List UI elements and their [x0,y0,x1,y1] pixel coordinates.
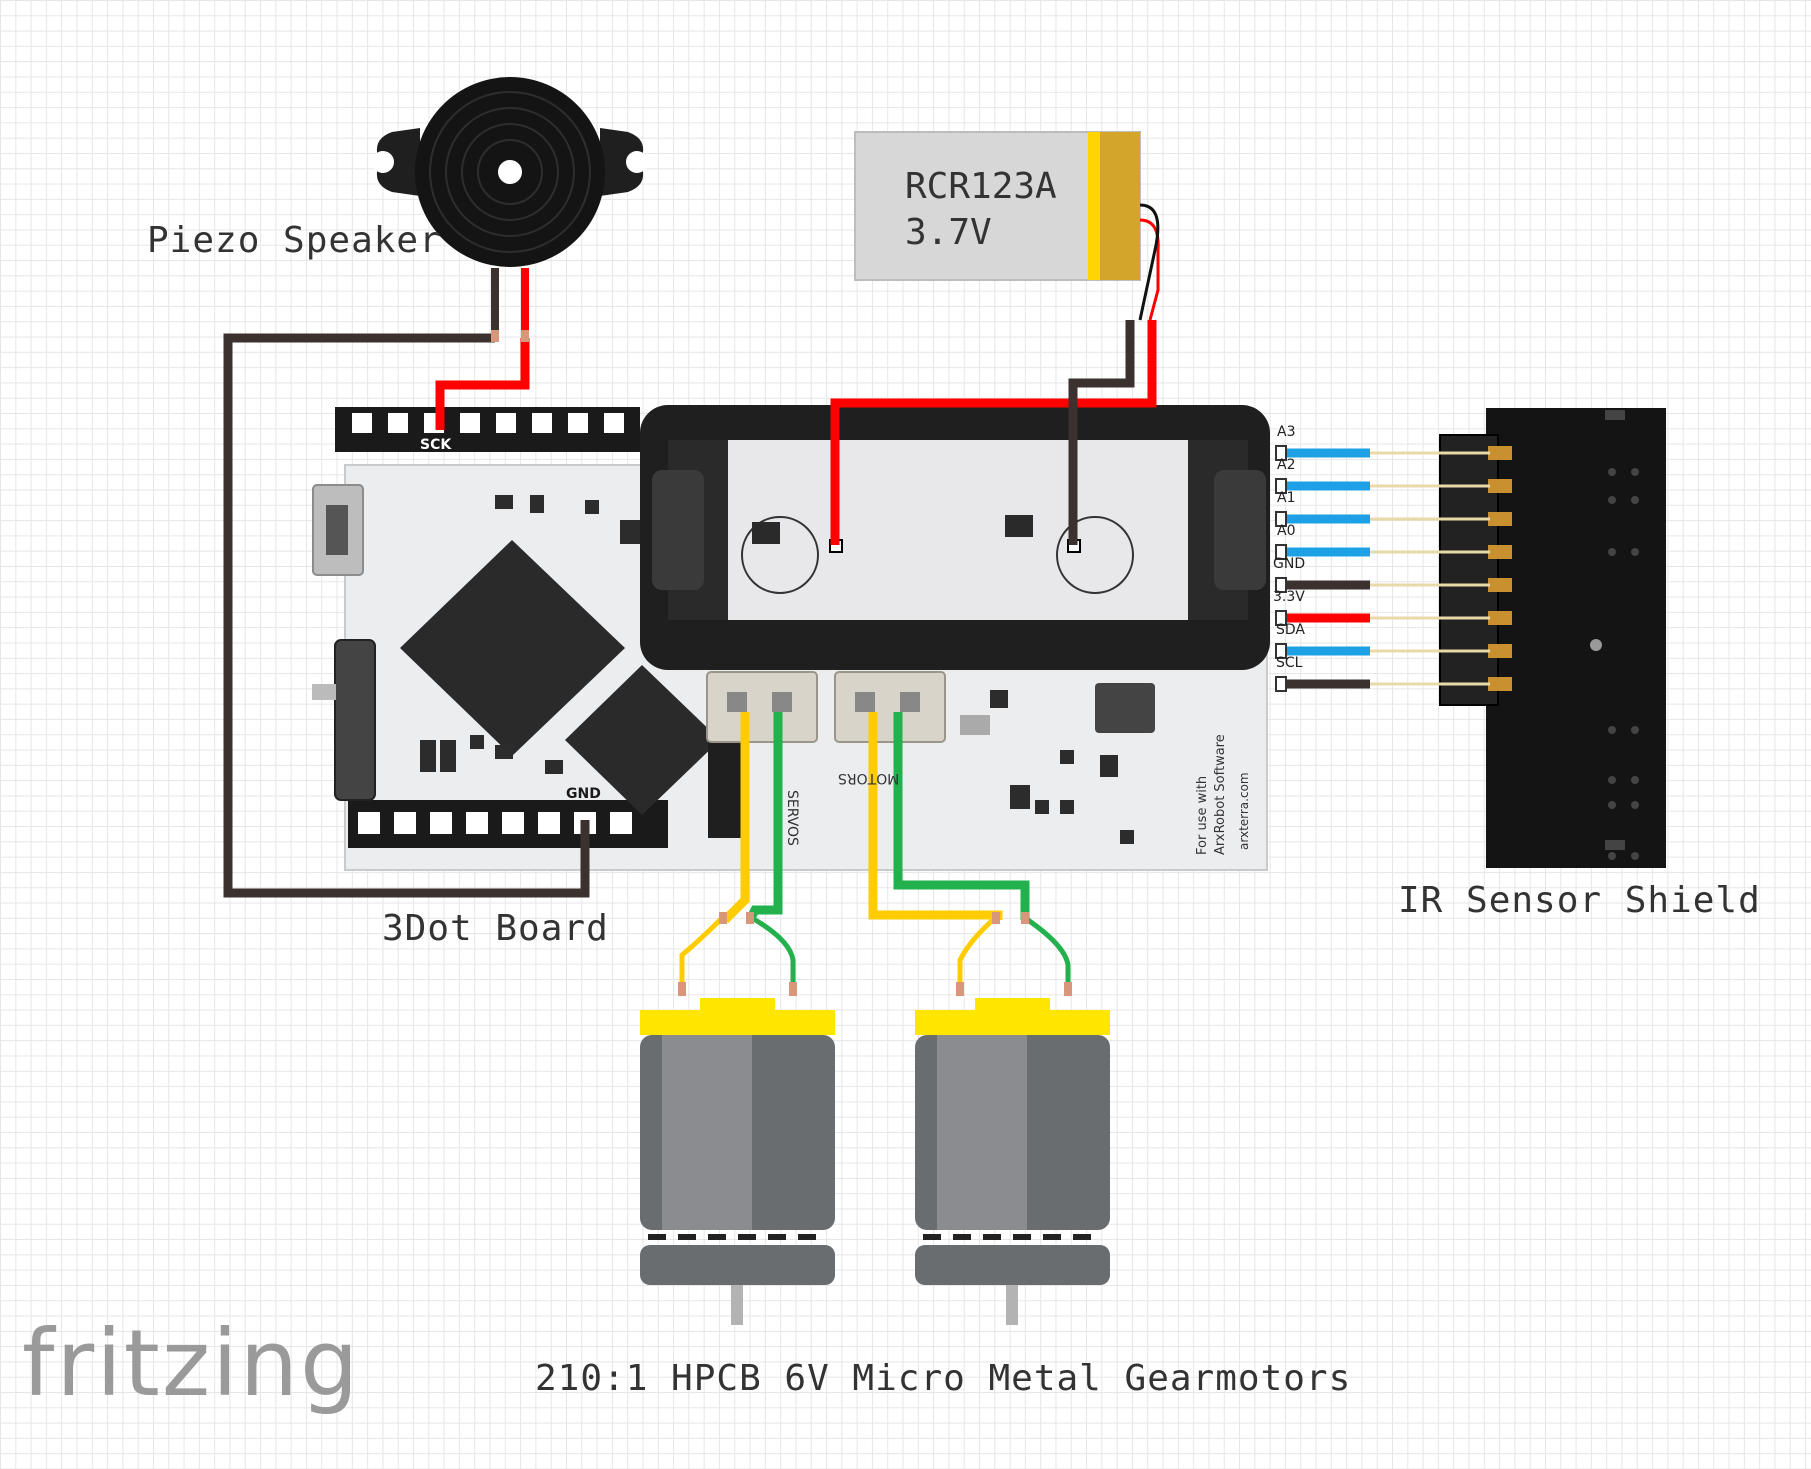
ir-sensor-shield[interactable] [1439,408,1666,868]
shield-pin-label-gnd: GND [1273,556,1306,572]
shield-pin-label-a1: A1 [1277,490,1296,506]
silk-note-line1: For use with [1195,775,1210,855]
battery-holder [640,405,1270,670]
silk-url: arxterra.com [1237,772,1251,850]
pin-label-gnd: GND [566,786,601,802]
battery-voltage: 3.7V [905,212,992,253]
gearmotor-right[interactable] [915,998,1110,1325]
board-top-header [335,407,640,452]
label-3dot-board: 3Dot Board [382,908,609,949]
resistor [960,715,990,735]
label-gearmotors: 210:1 HPCB 6V Micro Metal Gearmotors [535,1358,1352,1399]
shield-pin-label-a0: A0 [1277,523,1296,539]
microcontroller-chip [400,540,625,756]
power-switch [334,639,376,801]
shield-pin-label-a2: A2 [1277,457,1296,473]
shield-pin-label-sda: SDA [1276,622,1305,638]
battery-model: RCR123A [905,166,1057,207]
header-bottom-pins [358,812,632,834]
silk-servos: SERVOS [784,790,800,846]
switch-lever [312,684,336,700]
silk-motors: MOTORS [838,770,900,786]
fritzing-logo: fritzing [22,1310,361,1417]
shield-pin-label-scl: SCL [1276,655,1303,671]
shield-pin-header [1488,446,1512,691]
motor-driver-chip [565,665,720,815]
shield-components [1590,410,1639,860]
wire-end-contacts [491,330,1072,996]
pin-label-sck: SCK [420,437,452,453]
usb-port-slot [326,505,348,555]
gearmotor-left[interactable] [640,998,835,1325]
battery-rcr123a[interactable] [854,131,1141,281]
shield-wire-stubs [1275,445,1287,692]
silk-note-line2: ArxRobot Software [1213,734,1228,855]
motor-connectors [706,671,946,743]
shield-pin-label-a3: A3 [1277,424,1296,440]
servo-header-pins [708,740,746,838]
smd-components [420,495,1134,844]
shield-pin-label-3v3: 3.3V [1273,589,1305,605]
header-top-pins [352,413,624,433]
inductor [1095,683,1155,733]
wires [223,203,1490,985]
piezo-speaker[interactable] [372,77,648,267]
label-piezo-speaker: Piezo Speaker [147,220,442,261]
label-ir-sensor-shield: IR Sensor Shield [1398,880,1761,921]
